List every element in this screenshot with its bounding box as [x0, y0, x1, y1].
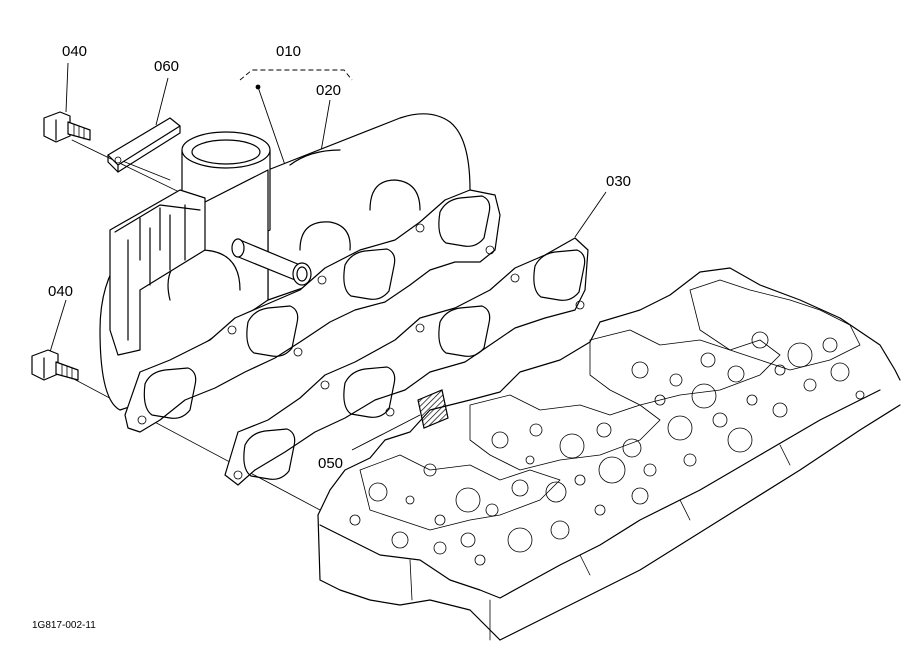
bolt-040-lower — [31, 349, 79, 381]
gasket-050 — [417, 389, 449, 429]
bolt-040-upper — [43, 111, 91, 143]
callout-060: 060 — [154, 58, 179, 75]
callout-030: 030 — [606, 173, 631, 190]
exhaust-manifold — [99, 113, 501, 433]
cylinder-head — [317, 267, 901, 641]
plate-060 — [107, 117, 181, 173]
callout-050: 050 — [318, 455, 343, 472]
callout-040-lower: 040 — [48, 283, 73, 300]
callout-020: 020 — [316, 82, 341, 99]
drawing-code: 1G817-002-11 — [32, 620, 96, 631]
callout-040-upper: 040 — [62, 43, 87, 60]
pipe-020 — [231, 238, 312, 286]
gasket-030 — [224, 237, 589, 486]
callout-010: 010 — [276, 43, 301, 60]
